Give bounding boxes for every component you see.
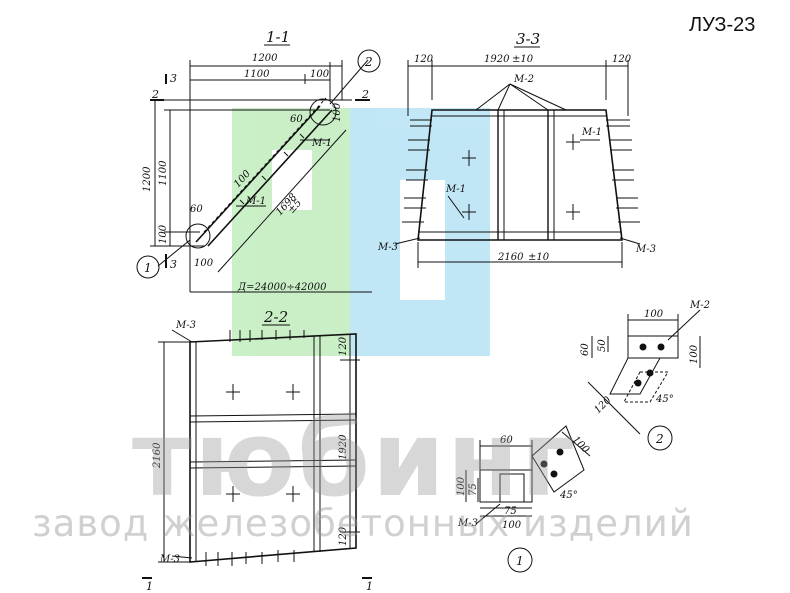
node2-dim-h3: 100	[689, 344, 700, 364]
node1-angle: 45°	[559, 490, 578, 501]
node1-marker-m3: М-3	[457, 518, 478, 529]
dim-2160-tol: ±10	[528, 252, 550, 263]
dim-1920-top: 1920	[484, 54, 510, 65]
marker-m3-right: М-3	[635, 244, 656, 255]
callout-2: 2	[364, 55, 373, 69]
dim-120-top: 120	[338, 336, 349, 356]
view-1-1-title: 1-1	[266, 28, 290, 46]
sheet-code: ЛУЗ-23	[689, 14, 756, 36]
sec2-left: 2	[151, 88, 159, 101]
node2-dim-w: 100	[644, 309, 664, 320]
dim-120-top-right: 120	[612, 54, 632, 65]
node1-dim-b2: 100	[502, 520, 522, 531]
dim-1920-right: 1920	[338, 434, 349, 460]
marker-m1-lower: М-1	[245, 196, 266, 207]
dim-120-bottom: 120	[338, 526, 349, 546]
sec3-right: 3	[170, 258, 177, 271]
marker-m2: М-2	[513, 74, 534, 85]
node2-dim-diag: 120	[592, 394, 614, 416]
view-3-3-title: 3-3	[516, 30, 540, 48]
node1-callout: 1	[516, 554, 524, 568]
node1-dim-h2: 75	[468, 483, 479, 496]
view-3-3	[394, 60, 641, 268]
marker-m1-right: М-1	[581, 127, 602, 138]
node2-dim-h1: 60	[580, 343, 591, 356]
node1-dim-b1: 75	[504, 506, 517, 517]
watermark-tagline: завод железобетонных изделий	[32, 502, 694, 545]
node1-dim-h1: 100	[456, 476, 467, 496]
sec1-right: 1	[366, 580, 373, 593]
sec3-left: 3	[170, 72, 177, 85]
dim-120-top-left: 120	[414, 54, 434, 65]
marker-m1-left: М-1	[445, 184, 466, 195]
callout-1: 1	[144, 261, 152, 275]
sec2-right: 2	[361, 88, 369, 101]
view-2-2-title: 2-2	[263, 308, 288, 326]
marker-m1-upper: М-1	[311, 138, 332, 149]
dim-1100-top: 1100	[244, 69, 270, 80]
dim-100-lower: 100	[194, 258, 214, 269]
node2-angle: 45°	[655, 394, 674, 405]
view-2-2	[142, 329, 372, 579]
dim-100-left: 100	[158, 224, 169, 244]
node2-dim-h2: 50	[597, 339, 608, 352]
rebar-stubs-2	[205, 330, 305, 566]
dim-2160-bottom: 2160	[497, 252, 524, 263]
node2-marker-m2: М-2	[689, 300, 710, 311]
dim-1200-left: 1200	[142, 166, 153, 192]
dim-60-lower: 60	[190, 204, 203, 215]
dim-1200-top: 1200	[252, 53, 278, 64]
marker-m3-top: М-3	[175, 320, 196, 331]
sec1-left: 1	[146, 580, 153, 593]
rebar-stubs	[402, 119, 640, 223]
watermark-brand: тюбинг	[132, 398, 578, 520]
dim-100-top: 100	[310, 69, 330, 80]
node-2-detail	[587, 309, 701, 451]
dim-1100-left: 1100	[158, 160, 169, 186]
dim-100-upper: 100	[332, 102, 343, 122]
dim-60-upper: 60	[290, 114, 303, 125]
node2-callout: 2	[655, 432, 664, 446]
dim-2160-left: 2160	[152, 442, 163, 469]
dim-1920-tol: ±10	[512, 54, 534, 65]
view-1-1	[136, 49, 381, 293]
marker-m3-left: М-3	[377, 242, 398, 253]
node-1-detail	[465, 425, 591, 573]
dim-span: Д=24000÷42000	[237, 282, 327, 293]
marker-m3-bottom: М-3	[159, 554, 180, 565]
node1-dim-top: 60	[500, 435, 513, 446]
